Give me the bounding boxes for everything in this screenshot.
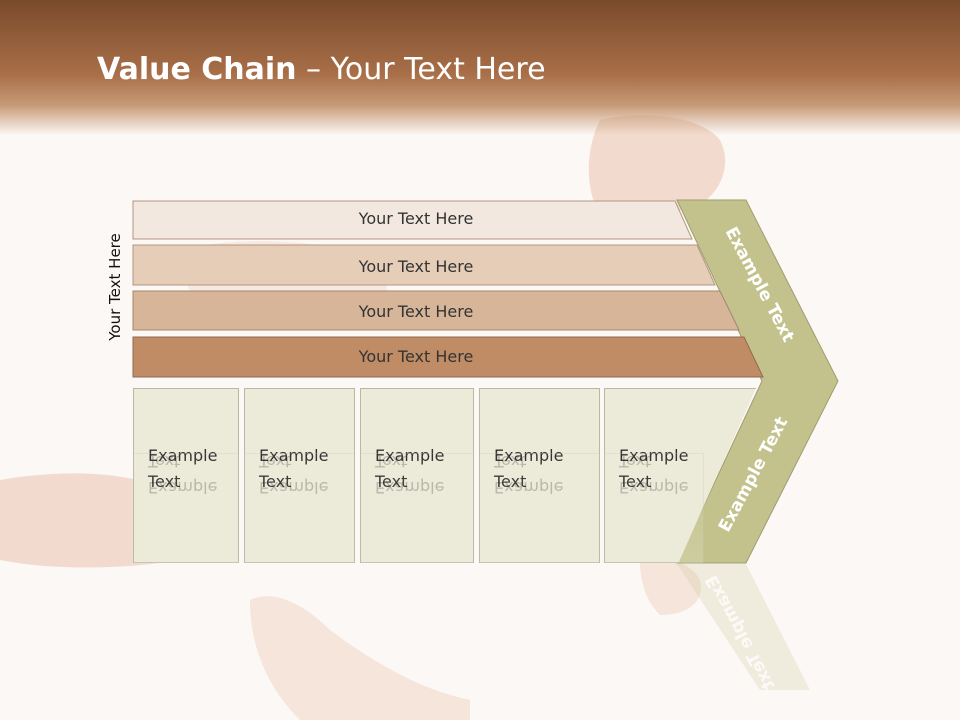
- title-bold: Value Chain: [97, 52, 297, 87]
- box-line-1: Example: [375, 446, 445, 465]
- reflection-line-2: Text: [259, 453, 292, 471]
- band-label-2: Your Text Here: [358, 257, 474, 276]
- reflection-line-1: Example: [375, 478, 445, 497]
- chevron-reflection: Example Text: [677, 564, 810, 693]
- reflection-line-1: Example: [619, 478, 689, 497]
- reflection-line-1: Example: [259, 478, 329, 497]
- reflection-line-1: Example: [494, 478, 564, 497]
- band-shape-1: [132, 200, 693, 240]
- box-line-2: Text: [494, 472, 527, 491]
- reflection-line-2: Text: [619, 453, 652, 471]
- band-label-1: Your Text Here: [358, 209, 474, 228]
- box-line-2: Text: [259, 472, 292, 491]
- chevron-shape: [676, 199, 839, 564]
- box-line-1: Example: [259, 446, 329, 465]
- reflection-line-2: Text: [494, 453, 527, 471]
- reflection-line-2: Text: [375, 453, 408, 471]
- box-line-1: Example: [494, 446, 564, 465]
- band-shape-2: [132, 244, 716, 286]
- title-rest: – Your Text Here: [296, 52, 546, 87]
- band-label-4: Your Text Here: [358, 347, 474, 366]
- box-line-1: Example: [148, 446, 218, 465]
- header-bar: [0, 0, 960, 135]
- page-title: Value Chain – Your Text Here: [97, 52, 546, 87]
- box-line-2: Text: [375, 472, 408, 491]
- box-line-2: Text: [148, 472, 181, 491]
- reflection-line-1: Example: [148, 478, 218, 497]
- band-label-3: Your Text Here: [358, 302, 474, 321]
- band-shape-3: [132, 290, 740, 331]
- box-line-2: Text: [619, 472, 652, 491]
- box-line-1: Example: [619, 446, 689, 465]
- band-shape-4: [132, 336, 764, 378]
- reflection-line-2: Text: [148, 453, 181, 471]
